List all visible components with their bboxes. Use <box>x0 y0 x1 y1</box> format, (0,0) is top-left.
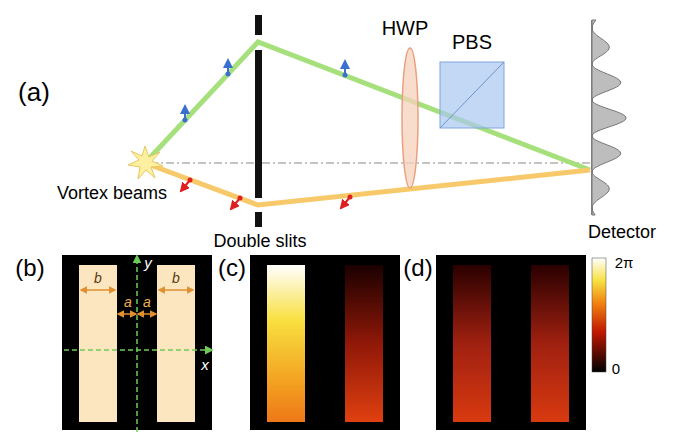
phase-slit <box>453 265 491 422</box>
interference-pattern <box>592 20 626 215</box>
dimension-label: a <box>124 295 132 309</box>
phase-slit <box>267 265 305 422</box>
phase-mask <box>436 255 586 430</box>
colorbar <box>592 258 606 372</box>
component-label: Double slits <box>213 232 306 250</box>
green-beam <box>145 42 590 170</box>
y-axis <box>136 256 138 432</box>
component-label: PBS <box>452 32 492 52</box>
dimension-label: b <box>172 271 180 285</box>
slit-screen <box>255 212 262 227</box>
dimension-label: a <box>143 295 151 309</box>
width-arrow <box>159 289 193 291</box>
x-axis <box>64 349 212 351</box>
panel-letter: (c) <box>218 256 246 280</box>
optical-axis <box>150 163 590 164</box>
phase-slit <box>345 265 383 422</box>
slit-screen <box>255 15 262 35</box>
source-label: Vortex beams <box>57 184 167 202</box>
polarization-dot <box>183 118 188 123</box>
phase-slit <box>531 265 569 422</box>
colorbar-tick: 2π <box>615 255 634 270</box>
axis-label: x <box>201 357 209 372</box>
panel-letter: (a) <box>18 79 50 105</box>
polarization-arrows <box>181 60 353 209</box>
polarization-dot <box>188 178 193 183</box>
source-star <box>128 146 163 179</box>
slit <box>157 265 195 422</box>
slit <box>79 265 117 422</box>
beam-splitter-cube <box>440 62 504 128</box>
gap-arrow <box>138 313 156 315</box>
panel-letter: (b) <box>15 256 44 280</box>
polarization-dot <box>238 196 243 201</box>
component-label: Detector <box>588 223 656 241</box>
panel-letter: (d) <box>403 256 432 280</box>
yellow-beam <box>145 163 590 205</box>
slit-screen <box>255 50 262 198</box>
gap-arrow <box>118 313 136 315</box>
phase-mask <box>250 255 400 430</box>
width-arrow <box>81 289 115 291</box>
axis-label: y <box>144 255 152 270</box>
component-label: HWP <box>382 18 429 38</box>
polarization-dot <box>226 72 231 77</box>
dimension-label: b <box>94 271 102 285</box>
polarization-dot <box>343 73 348 78</box>
splitter-diagonal <box>440 62 504 128</box>
colorbar-tick: 0 <box>612 361 620 376</box>
half-wave-plate <box>402 48 418 188</box>
polarization-dot <box>348 195 353 200</box>
